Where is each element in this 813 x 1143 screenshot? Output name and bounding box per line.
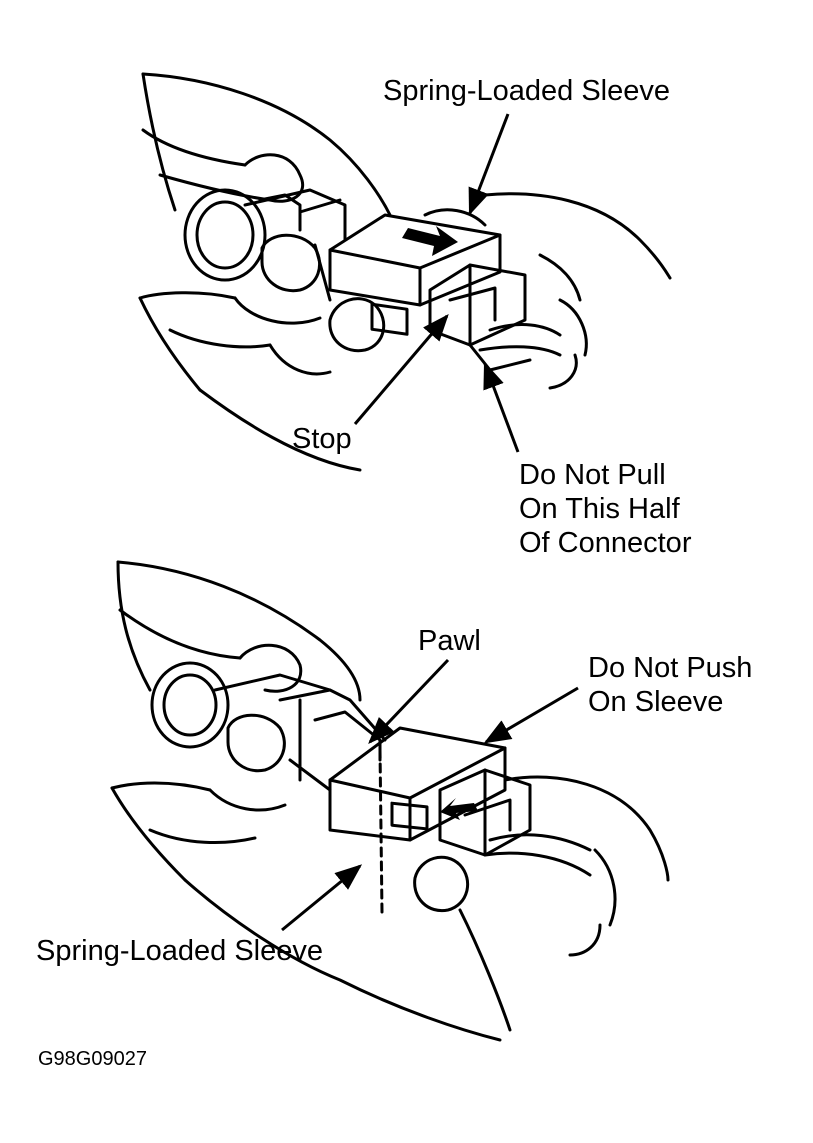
figure-code: G98G09027 xyxy=(38,1048,147,1070)
leader-top-sleeve xyxy=(468,113,510,216)
bottom-left-hand xyxy=(110,560,502,1042)
bottom-right-connector xyxy=(438,768,592,877)
bottom-sleeve xyxy=(328,726,507,842)
label-do-not-pull-line1: Do Not Pull xyxy=(519,459,666,491)
label-top-spring-loaded-sleeve: Spring-Loaded Sleeve xyxy=(383,75,670,107)
bottom-reference-line xyxy=(378,748,384,914)
top-sleeve xyxy=(328,208,502,336)
label-stop: Stop xyxy=(292,423,352,455)
bottom-left-thumb xyxy=(226,713,286,773)
leader-bottom-sleeve xyxy=(281,864,363,932)
top-leaders xyxy=(353,113,520,453)
leader-stop xyxy=(353,313,449,425)
top-sleeve-direction-arrow xyxy=(402,226,458,256)
top-ring xyxy=(183,188,267,282)
bottom-ring xyxy=(150,661,230,749)
leader-pawl xyxy=(368,658,450,744)
bottom-figure xyxy=(110,560,670,1042)
label-do-not-push-line1: Do Not Push xyxy=(588,652,753,684)
top-right-thumb xyxy=(328,297,386,353)
leader-do-not-pull xyxy=(483,361,520,453)
label-do-not-pull-line3: Of Connector xyxy=(519,527,692,559)
top-left-thumb xyxy=(260,233,321,293)
label-do-not-pull-line2: On This Half xyxy=(519,493,680,525)
top-right-hand xyxy=(483,192,672,390)
label-do-not-push-line2: On Sleeve xyxy=(588,686,724,718)
bottom-leaders xyxy=(281,658,579,932)
top-left-connector xyxy=(243,188,347,302)
top-figure xyxy=(138,72,672,472)
bottom-right-thumb xyxy=(413,855,470,913)
top-right-connector xyxy=(428,263,562,372)
bottom-direction-arrow xyxy=(440,798,478,820)
label-bottom-spring-loaded-sleeve: Spring-Loaded Sleeve xyxy=(36,935,323,967)
label-pawl: Pawl xyxy=(418,625,481,657)
leader-do-not-push xyxy=(483,686,579,744)
bottom-right-hand xyxy=(458,775,670,1032)
top-left-hand xyxy=(138,72,392,472)
